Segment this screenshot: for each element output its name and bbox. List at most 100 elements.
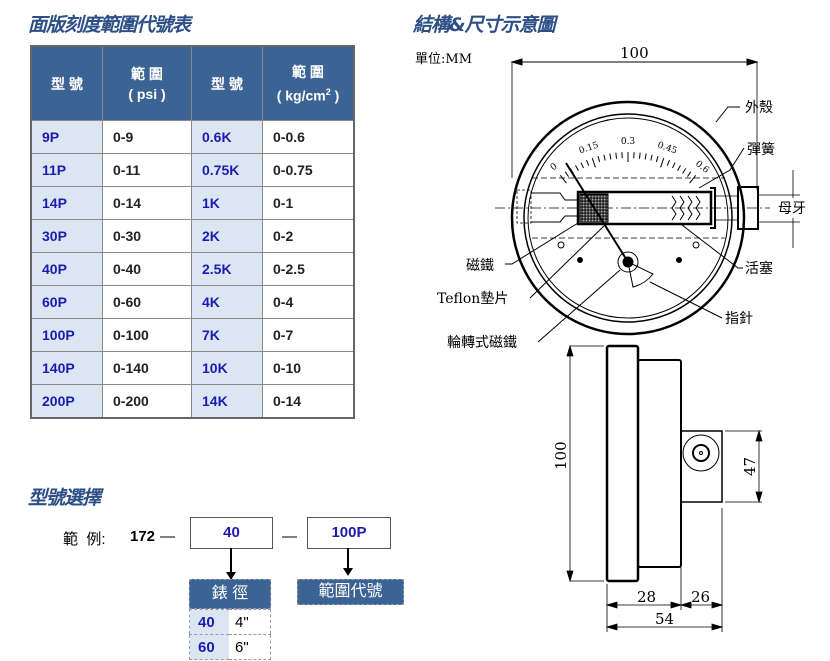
scale-tick [580,162,584,169]
range-header: 範圍代號 [297,579,404,605]
scale-tick [644,153,647,160]
scale-tick [650,154,653,161]
model-code-cell: 40P [30,252,103,286]
model-code-cell: 0.6K [191,120,263,154]
range-cell: 0-200 [102,384,192,419]
model-code-cell: 200P [30,384,103,419]
header-range-kg: 範 圍( kg/cm2 ) [262,45,355,121]
dim-side-height: 100 [552,441,570,470]
range-cell: 0-14 [262,384,355,419]
label-thread: 母牙 [778,201,806,217]
model-code-cell: 30P [30,219,103,253]
model-code-cell: 7K [191,318,263,352]
model-code-cell: 2.5K [191,252,263,286]
scale-tick [609,153,612,160]
scale-tick [615,152,618,159]
header-range-psi: 範 圍( psi ) [102,45,192,121]
scale-tick [559,175,567,184]
range-cell: 0-10 [262,351,355,385]
model-code-cell: 10K [191,351,263,385]
example-label: 範 例: [63,531,106,548]
scale-tick [677,165,681,171]
gauge-side-view: 100 47 28 26 54 [552,344,763,632]
label-spring: 彈簧 [747,142,775,158]
scale-tick [575,165,579,171]
scale-tick [569,168,574,174]
scale-tick [591,157,596,168]
range-cell: 0-0.6 [262,120,355,154]
scale-tick [655,156,659,163]
dim-depth-2: 26 [691,588,710,606]
table-header: 型 號 範 圍( psi ) 型 號 範 圍( kg/cm2 ) [30,45,355,121]
scale-label: 0.45 [656,141,678,157]
dim-total: 54 [655,610,674,628]
range-code-box: 100P [307,517,391,549]
range-cell: 0-140 [102,351,192,385]
range-table-title: 面版刻度範圍代號表 [28,14,191,36]
scale-tick [660,157,665,168]
size-code-box: 40 [190,517,273,549]
dim-width: 100 [620,44,649,62]
scale-tick [666,159,670,166]
model-code-cell: 100P [30,318,103,352]
label-teflon: Teflon墊片 [437,291,508,307]
range-cell: 0-2 [262,219,355,253]
label-pointer: 指針 [725,311,753,327]
range-cell: 0-1 [262,186,355,220]
scale-tick [689,175,697,184]
scale-tick [603,154,606,161]
scale-label: 0.6 [693,159,711,176]
size-header: 錶 徑 [189,579,271,609]
dim-depth-1: 28 [637,588,656,606]
range-cell: 0-14 [102,186,192,220]
scale-label: 0.15 [578,140,600,156]
scale-label: 0.3 [621,137,636,147]
label-piston: 活塞 [745,260,773,277]
scale-tick [586,159,590,166]
range-cell: 0-30 [102,219,192,253]
scale-tick [682,168,687,174]
model-code-cell: 4K [191,285,263,319]
prefix-code: 172 [130,528,156,545]
header-model-2: 型 號 [191,45,263,121]
scale-label: 0 [549,162,560,174]
scale-tick [638,152,641,159]
dim-fitting: 47 [741,457,759,476]
dash-1: — [160,528,175,545]
model-selection-title: 型號選擇 [28,487,101,509]
label-case: 外殼 [745,100,773,116]
diagram-title: 結構&尺寸示意圖 [413,14,556,36]
range-cell: 0-2.5 [262,252,355,286]
model-code-cell: 140P [30,351,103,385]
label-rotary-magnet: 輪轉式磁鐵 [447,334,517,351]
scale-tick [672,162,676,169]
label-magnet: 磁鐵 [466,257,494,274]
range-cell: 0-9 [102,120,192,154]
scale-tick [564,171,570,177]
unit-label: 單位:MM [415,52,472,67]
range-cell: 0-60 [102,285,192,319]
model-code-cell: 60P [30,285,103,319]
gauge-front-view: 0 0.15 0.3 0.45 0.6 [495,100,770,336]
model-code-cell: 14P [30,186,103,220]
model-code-cell: 1K [191,186,263,220]
dash-2: — [282,528,297,545]
header-model: 型 號 [30,45,103,121]
model-code-cell: 14K [191,384,263,419]
model-code-cell: 2K [191,219,263,253]
scale-tick [597,156,601,163]
